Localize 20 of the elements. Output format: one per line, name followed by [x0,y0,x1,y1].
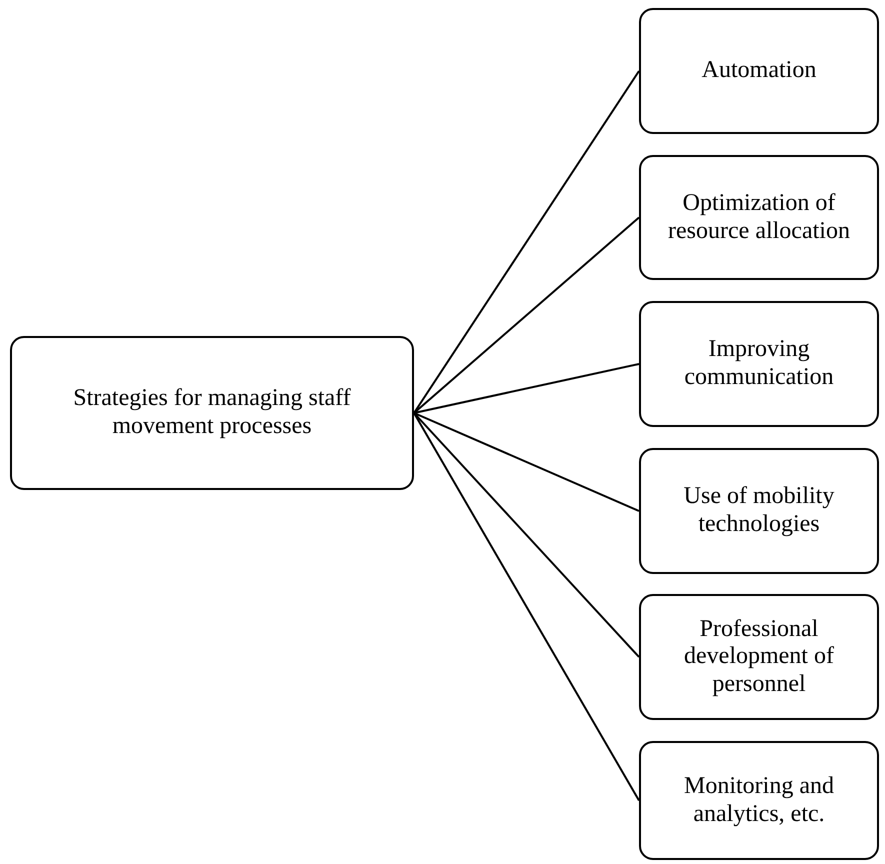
strategy-box [639,155,879,280]
strategy-text: Automation [702,57,816,85]
topic-text: Strategies for managing staff movement processes [72,385,352,441]
connector-line [413,412,640,658]
strategy-box [639,448,879,574]
connector-line [413,412,640,801]
strategy-text: Monitoring and analytics, etc. [683,772,835,828]
strategy-text: Improving communication [683,336,835,392]
strategy-text: Use of mobility technologies [682,483,836,539]
strategy-text: Professional development of personnel [683,616,835,698]
topic-box [10,336,414,490]
connector-line [414,363,640,414]
connector-line [413,70,640,414]
strategy-box [639,741,879,860]
connector-line [413,216,640,414]
strategy-box [639,8,879,134]
connector-line [414,412,640,512]
strategy-text: Optimization of resource allocation [667,190,851,246]
strategy-box [639,594,879,720]
strategy-box [639,301,879,427]
